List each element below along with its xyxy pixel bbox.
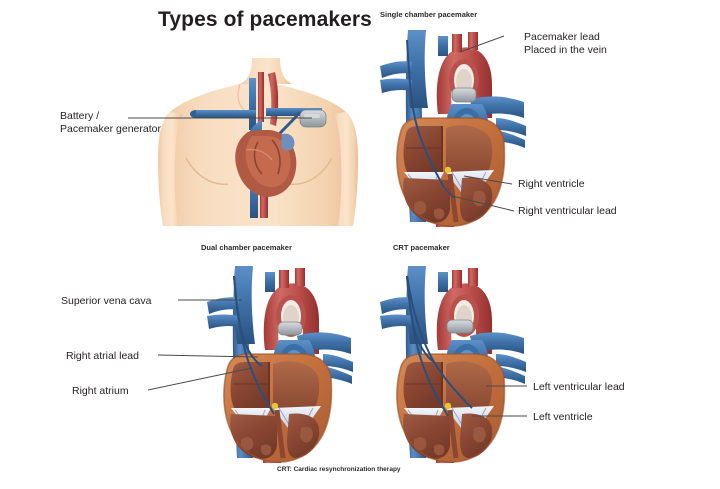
single-rv-lead-path [406,39,444,187]
panel-single-chamber-heart [380,30,526,227]
label-pacemaker-lead-line1: Pacemaker lead [524,31,600,43]
torso-neck-shape [240,58,292,84]
leader-line-right-ventricle [463,175,513,185]
panel-dual-chamber-heart [147,266,353,463]
torso-heart-shape [235,130,297,197]
crt-lv-lead-path [406,275,473,409]
leader-line-right-atrial-lead [157,354,259,358]
torso-arm-left [158,112,183,226]
label-right-ventricular-lead: Right ventricular lead [518,205,617,217]
label-battery-line2: Pacemaker generator [60,123,161,135]
label-superior-vena-cava: Superior vena cava [61,295,152,307]
leader-line-right-ventricular-lead [451,195,515,212]
panel-crt-heart [380,266,527,463]
label-battery-line1: Battery / [60,110,100,122]
label-right-atrial-lead: Right atrial lead [66,350,139,362]
panel-caption-single-chamber: Single chamber pacemaker [380,10,478,19]
crt-rv-lead-path [406,275,449,417]
footnote-crt-definition: CRT: Cardiac resynchronization therapy [277,466,401,473]
clavicle-line-left [237,83,245,111]
single-generator-icon [451,87,477,103]
pacemaker-generator-icon [299,109,327,128]
label-pacemaker-lead: Pacemaker lead Placed in the vein [524,31,607,57]
torso-arm-right [333,112,358,226]
label-left-ventricular-lead: Left ventricular lead [533,381,625,393]
leader-line-right-atrium [147,367,253,391]
label-pacemaker-lead-line2: Placed in the vein [524,44,607,56]
pectoral-line-left [185,157,229,185]
label-battery-pacemaker-generator: Battery / Pacemaker generator [60,110,161,136]
pectoral-line-right [289,157,333,185]
panel-torso-illustration [128,58,358,226]
crt-generator-icon [446,319,474,334]
dual-rv-lead-path [233,275,275,415]
page-title: Types of pacemakers [158,8,372,31]
single-rv-lead-tip [442,185,456,199]
label-right-ventricle: Right ventricle [518,178,585,190]
label-left-ventricle: Left ventricle [533,411,593,423]
leader-line-pacemaker-lead [459,35,505,53]
label-right-atrium: Right atrium [72,385,129,397]
panel-caption-dual-chamber: Dual chamber pacemaker [201,243,292,252]
dual-generator-icon [277,321,303,336]
panel-caption-crt: CRT pacemaker [393,243,450,252]
